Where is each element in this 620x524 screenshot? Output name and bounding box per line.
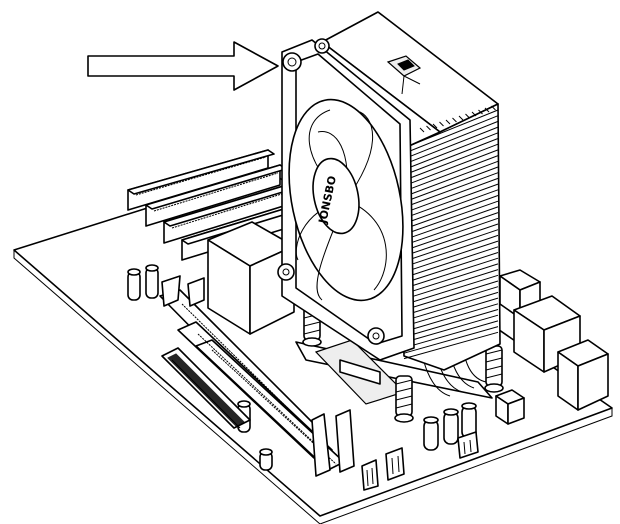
- spring-center: [394, 375, 414, 423]
- heatsink-fin-edge: [439, 121, 444, 127]
- spring-right: [484, 345, 504, 393]
- heatsink-fin: [403, 189, 499, 225]
- pcie-slots: [159, 275, 355, 477]
- heatsink-fin-edge: [426, 125, 431, 131]
- heatsink-fin: [403, 115, 499, 154]
- heatsink-fin: [403, 212, 499, 246]
- heatsink-fin: [403, 257, 499, 289]
- heatsink-fin: [403, 331, 499, 360]
- heatsink-fin: [403, 263, 499, 295]
- pointer-arrow-icon: [87, 41, 279, 91]
- heatsink-fin: [403, 274, 499, 306]
- heatsink-fin: [403, 138, 499, 176]
- heatsink-fin: [403, 246, 499, 279]
- heatsink-fin: [403, 291, 499, 322]
- heatsink-fin: [403, 314, 499, 343]
- heatsink-fin: [403, 132, 499, 171]
- heatsink-fin-edge: [484, 107, 490, 113]
- heatsink-fin: [403, 229, 499, 262]
- heatsink-fin: [403, 206, 499, 241]
- heatsink-fin: [403, 320, 499, 349]
- heatsink-fin: [403, 177, 499, 214]
- heatsink-fin: [403, 200, 499, 235]
- fan-logo-icon: [386, 55, 422, 95]
- ram-slots: [127, 149, 307, 261]
- heatsink-fin: [403, 234, 499, 268]
- heatsink-fin: [403, 183, 499, 219]
- heatsink-fin: [403, 155, 499, 192]
- heatsink-fin-edge: [465, 113, 470, 119]
- motherboard-edge: [13, 250, 613, 524]
- mounting-springs: [302, 301, 504, 423]
- heatsink-fin: [403, 217, 499, 252]
- heatsink-fin-edge: [458, 115, 464, 121]
- fan-blades: JONSBO: [288, 98, 404, 302]
- vrm-components-right: [495, 269, 609, 425]
- heatsink-fin-edge: [445, 119, 451, 125]
- heatsink-fin: [403, 166, 499, 203]
- heatsink-fin: [403, 195, 499, 230]
- fan-headers: [361, 431, 479, 491]
- heatsink-fin-edge: [491, 105, 496, 111]
- heatsink-fin: [403, 286, 499, 316]
- heatsink-fin-edge: [452, 117, 457, 123]
- heatsink-fin: [403, 326, 499, 354]
- capacitors-bottom: [423, 402, 477, 451]
- heatsink-fin: [403, 160, 499, 198]
- heatsink-fin: [403, 109, 499, 149]
- heatsink-fin: [403, 240, 499, 273]
- heatsink-fin: [403, 309, 499, 338]
- heatsink-fin: [403, 126, 499, 165]
- heatsink-fin: [403, 120, 499, 160]
- heatsink-fin-edge: [419, 127, 425, 133]
- heatsink-fin: [403, 269, 499, 300]
- heatsink-fin: [403, 297, 499, 327]
- heatsink-fin: [403, 223, 499, 257]
- heatsink-fin-edge: [478, 109, 483, 115]
- heatsink-fin-edge: [432, 123, 438, 129]
- heatsink-fins: [403, 105, 499, 360]
- heatsink-fin: [403, 303, 499, 333]
- heatsink-fin: [403, 149, 499, 187]
- heatsink-fin: [403, 280, 499, 311]
- heatsink-fin-edge: [471, 111, 477, 117]
- heatsink-fin: [403, 252, 499, 284]
- heatsink-fin: [403, 143, 499, 181]
- heatsink-fin: [403, 172, 499, 208]
- atx-power-connector: [161, 347, 251, 429]
